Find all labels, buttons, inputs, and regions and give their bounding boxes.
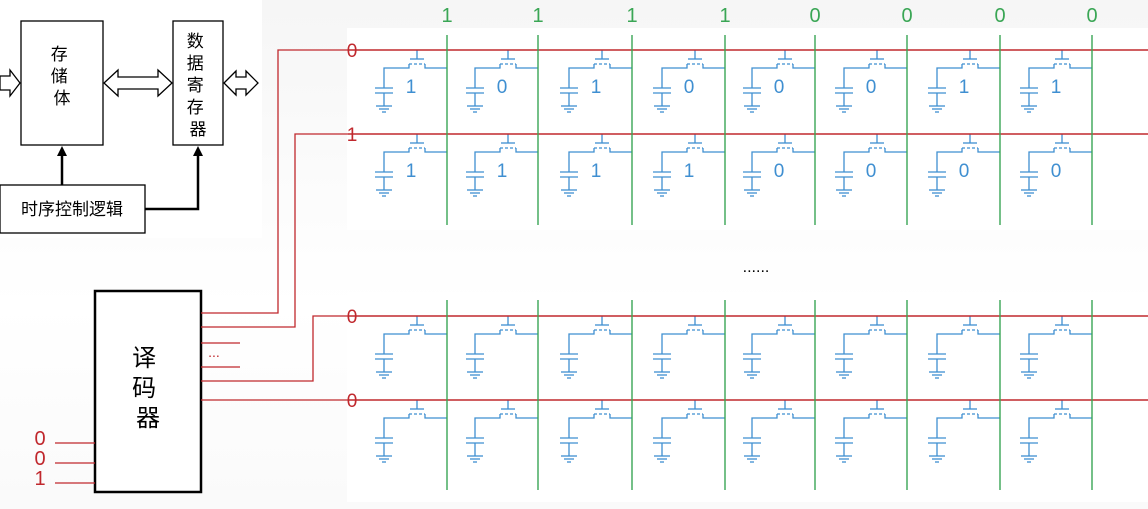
output-double-arrow <box>223 69 259 97</box>
control-arrow-register-head <box>193 146 203 156</box>
address-input-value: 0 <box>34 428 45 450</box>
memory-cell: 0 <box>928 134 1000 197</box>
memory-cell: 0 <box>653 50 725 113</box>
bit-line-value: 1 <box>532 5 543 27</box>
memory-cell: 1 <box>653 134 725 197</box>
data-register-label: 数 据 寄 存 器 <box>187 32 209 140</box>
cell-value: 1 <box>959 77 970 98</box>
memory-cell: 1 <box>466 134 538 197</box>
storage-label-1: 存 <box>51 45 68 65</box>
memory-cell <box>928 316 1000 379</box>
memory-cell: 0 <box>1020 134 1092 197</box>
memory-cell <box>560 400 632 463</box>
memory-cell: 0 <box>835 134 907 197</box>
decoder-label: 译 码 器 <box>132 344 164 432</box>
middle-ellipsis: ...... <box>743 259 770 276</box>
bit-line-value: 1 <box>719 5 730 27</box>
block-diagram: 存 储 体 数 据 寄 存 器 时序控制逻辑 <box>0 0 262 238</box>
storage-label: 存 储 体 <box>51 45 73 109</box>
cell-value: 0 <box>1051 161 1062 182</box>
memory-cell <box>653 316 725 379</box>
memory-cell <box>1020 400 1092 463</box>
memory-cell: 1 <box>1020 50 1092 113</box>
input-double-arrow <box>0 68 21 98</box>
array-panel-top <box>347 28 1148 230</box>
cell-value: 0 <box>866 161 877 182</box>
cell-value: 0 <box>959 161 970 182</box>
memory-cell <box>466 400 538 463</box>
address-inputs: 001 <box>34 428 95 490</box>
cell-value: 1 <box>1051 77 1062 98</box>
memory-cell <box>375 400 447 463</box>
memory-cell <box>835 316 907 379</box>
memory-cell: 1 <box>560 134 632 197</box>
memory-cell: 1 <box>375 50 447 113</box>
bit-line-value: 1 <box>441 5 452 27</box>
word-line-value: 0 <box>347 41 358 62</box>
memory-cell <box>560 316 632 379</box>
data-register-box <box>172 20 224 146</box>
decoder-box <box>93 289 203 494</box>
cell-value: 0 <box>866 77 877 98</box>
decoder: 译 码 器 ... 001 <box>34 49 348 494</box>
address-input-value: 1 <box>34 468 45 490</box>
cell-value: 0 <box>684 77 695 98</box>
decoder-outputs <box>201 49 348 401</box>
bit-line-value: 0 <box>901 5 912 27</box>
decoder-output-line <box>201 133 348 328</box>
cell-value: 1 <box>406 77 417 98</box>
word-line-value: 0 <box>347 307 358 328</box>
bit-line-value: 0 <box>994 5 1005 27</box>
bit-line-values: 1 1 1 1 0 0 0 0 <box>441 5 1097 27</box>
bit-line-value: 0 <box>809 5 820 27</box>
memory-cell: 0 <box>743 50 815 113</box>
memory-cell: 0 <box>743 134 815 197</box>
word-line-value: 1 <box>347 125 358 146</box>
memory-cell <box>928 400 1000 463</box>
decoder-output-line <box>201 315 348 382</box>
cell-value: 1 <box>591 77 602 98</box>
word-lines: 0 1 0 0 <box>347 41 1148 412</box>
bit-line-value: 0 <box>1086 5 1097 27</box>
memory-cell <box>375 316 447 379</box>
storage-label-2: 储 <box>51 67 68 87</box>
word-line-value: 0 <box>347 391 358 412</box>
memory-cell: 1 <box>375 134 447 197</box>
decoder-ellipsis: ... <box>208 344 220 360</box>
memory-cells: 1 0 1 0 0 0 1 1 1 1 1 1 0 0 0 0 <box>375 50 1092 463</box>
memory-cell: 0 <box>835 50 907 113</box>
cell-value: 1 <box>591 161 602 182</box>
memory-cell: 1 <box>928 50 1000 113</box>
control-arrow-register <box>145 152 200 211</box>
memory-cell <box>743 400 815 463</box>
timing-control-box <box>0 184 146 234</box>
timing-control-label: 时序控制逻辑 <box>21 200 123 220</box>
memory-cell: 1 <box>560 50 632 113</box>
memory-cell <box>1020 316 1092 379</box>
cell-value: 0 <box>774 77 785 98</box>
cell-value: 1 <box>406 161 417 182</box>
storage-label-3: 体 <box>54 89 71 109</box>
cell-value: 0 <box>497 77 508 98</box>
array-panel-bottom <box>347 292 1148 502</box>
memory-cell <box>466 316 538 379</box>
bit-line-value: 1 <box>626 5 637 27</box>
memory-cell: 0 <box>466 50 538 113</box>
control-arrow-storage-head <box>57 146 67 156</box>
bidirectional-arrow <box>103 68 173 98</box>
address-input-value: 0 <box>34 448 45 470</box>
cell-value: 1 <box>684 161 695 182</box>
cell-value: 0 <box>774 161 785 182</box>
cell-value: 1 <box>497 161 508 182</box>
storage-box <box>20 20 104 146</box>
memory-cell <box>835 400 907 463</box>
memory-cell <box>743 316 815 379</box>
bit-lines <box>446 35 1093 490</box>
memory-cell <box>653 400 725 463</box>
decoder-output-line <box>201 49 348 314</box>
